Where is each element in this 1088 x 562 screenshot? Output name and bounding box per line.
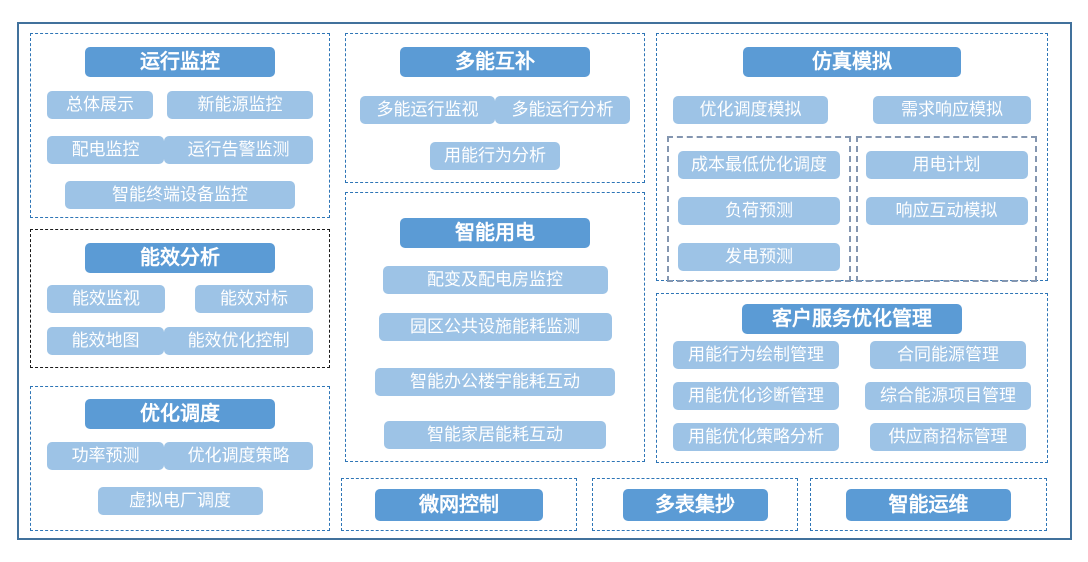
module-button: 智能终端设备监控 <box>65 181 295 209</box>
module-button: 成本最低优化调度 <box>678 151 840 179</box>
module-button: 用能行为分析 <box>430 142 560 170</box>
module-button: 合同能源管理 <box>870 341 1026 369</box>
module-button: 用能行为绘制管理 <box>673 341 839 369</box>
module-button: 多能运行监视 <box>360 96 495 124</box>
module-button: 用电计划 <box>865 151 1028 179</box>
module-button: 能效监视 <box>47 285 165 313</box>
module-button: 功率预测 <box>47 442 165 470</box>
group-title: 运行监控 <box>85 47 275 77</box>
group-title: 多能互补 <box>400 47 590 77</box>
group-customer-service-optimization: 客户服务优化管理 用能行为绘制管理 合同能源管理 用能优化诊断管理 综合能源项目… <box>656 293 1048 463</box>
module-button: 多能运行分析 <box>495 96 630 124</box>
module-button: 供应商招标管理 <box>870 423 1026 451</box>
module-button: 总体展示 <box>47 91 153 119</box>
group-title: 微网控制 <box>375 488 543 521</box>
group-energy-efficiency-analysis: 能效分析 能效监视 能效对标 能效地图 能效优化控制 <box>30 229 330 368</box>
module-button: 响应互动模拟 <box>865 197 1028 225</box>
module-button: 综合能源项目管理 <box>865 382 1031 410</box>
module-button: 虚拟电厂调度 <box>97 487 263 515</box>
group-operation-monitoring: 运行监控 总体展示 新能源监控 配电监控 运行告警监测 智能终端设备监控 <box>30 33 330 218</box>
group-title: 多表集抄 <box>622 488 768 521</box>
module-button: 配电监控 <box>47 136 165 164</box>
module-button: 优化调度模拟 <box>673 96 828 124</box>
group-title: 智能运维 <box>846 488 1011 521</box>
module-button: 优化调度策略 <box>164 442 313 470</box>
module-button: 需求响应模拟 <box>873 96 1031 124</box>
module-button: 新能源监控 <box>167 91 313 119</box>
group-title: 客户服务优化管理 <box>742 304 962 334</box>
module-button: 用能优化策略分析 <box>673 423 839 451</box>
module-button: 配变及配电房监控 <box>382 266 608 294</box>
group-optimal-dispatch: 优化调度 功率预测 优化调度策略 虚拟电厂调度 <box>30 386 330 531</box>
outer-frame <box>17 22 1072 540</box>
group-microgrid-control: 微网控制 <box>341 478 577 531</box>
simulation-sub-box-dispatch: 成本最低优化调度 负荷预测 发电预测 <box>667 136 851 282</box>
group-smart-operation-maintenance: 智能运维 <box>810 478 1047 531</box>
group-multi-energy-complementary: 多能互补 多能运行监视 多能运行分析 用能行为分析 <box>345 33 645 183</box>
module-button: 能效对标 <box>195 285 313 313</box>
simulation-sub-box-demand-response: 用电计划 响应互动模拟 <box>856 136 1037 282</box>
group-smart-power-use: 智能用电 配变及配电房监控 园区公共设施能耗监测 智能办公楼宇能耗互动 智能家居… <box>345 192 645 462</box>
group-title: 能效分析 <box>85 243 275 273</box>
module-button: 能效地图 <box>47 327 165 355</box>
group-title: 仿真模拟 <box>743 47 961 77</box>
module-button: 运行告警监测 <box>164 136 313 164</box>
module-button: 能效优化控制 <box>164 327 313 355</box>
module-button: 园区公共设施能耗监测 <box>378 313 612 341</box>
group-simulation: 仿真模拟 优化调度模拟 需求响应模拟 成本最低优化调度 负荷预测 发电预测 用电… <box>656 33 1048 282</box>
group-title: 优化调度 <box>85 399 275 429</box>
module-button: 智能家居能耗互动 <box>384 421 606 449</box>
module-button: 负荷预测 <box>678 197 840 225</box>
module-button: 智能办公楼宇能耗互动 <box>375 368 615 396</box>
module-button: 用能优化诊断管理 <box>673 382 839 410</box>
group-multi-meter-reading: 多表集抄 <box>592 478 798 531</box>
module-button: 发电预测 <box>678 243 840 271</box>
group-title: 智能用电 <box>400 218 590 248</box>
